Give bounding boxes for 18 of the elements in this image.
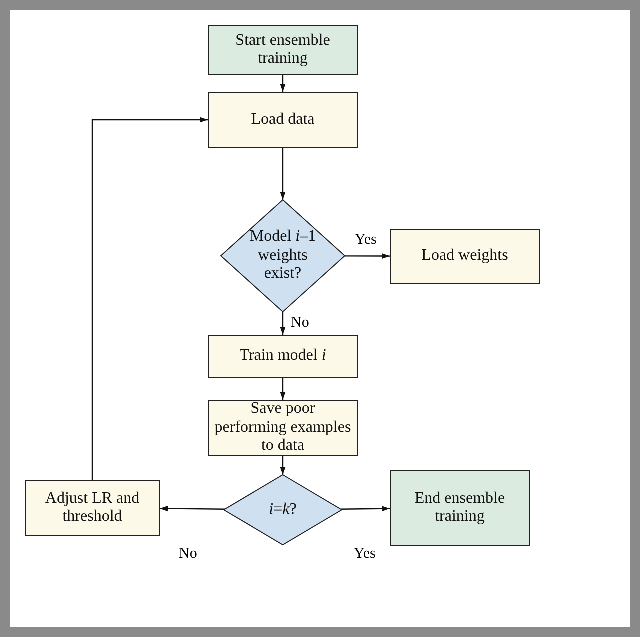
process-box: Load weights (390, 229, 540, 284)
arrow (280, 312, 286, 335)
terminal-box: End ensemble training (390, 470, 530, 546)
arrow (160, 506, 226, 512)
arrow (280, 378, 286, 400)
arrow (340, 506, 390, 512)
arrow (280, 75, 286, 92)
process-box: Save poor performing examples to data (208, 400, 358, 456)
terminal-box: Start ensemble training (208, 25, 358, 75)
decision-diamond: i=k? (224, 475, 342, 545)
process-box: Load data (208, 92, 358, 148)
process-box: Train model i (208, 335, 358, 378)
decision-diamond: Model i–1 weights exist? (221, 200, 345, 312)
process-box: Adjust LR and threshold (25, 480, 160, 536)
arrow (344, 253, 390, 260)
arrow (280, 148, 286, 200)
arrow (280, 456, 286, 475)
arrow (92, 117, 209, 480)
